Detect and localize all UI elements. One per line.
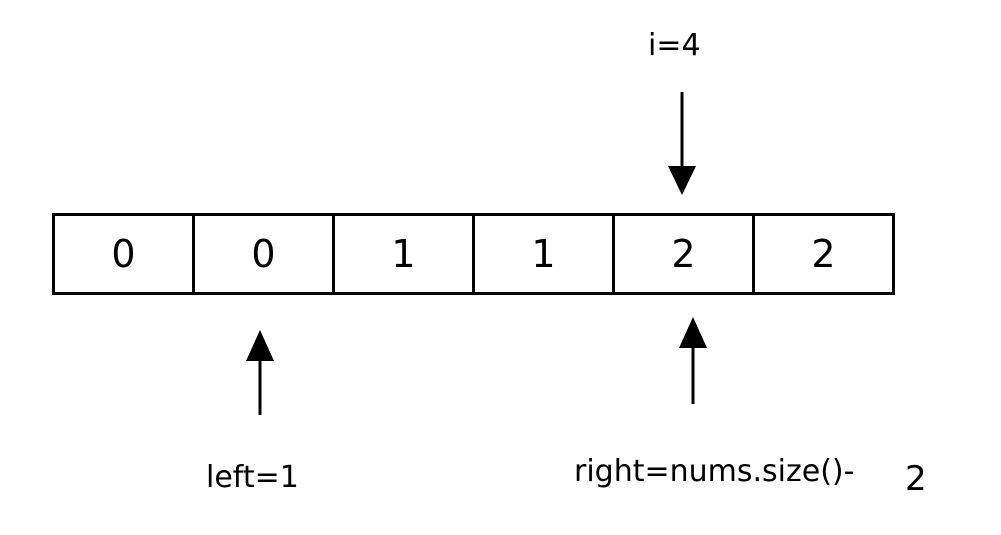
pointer-right-label-suffix: 2 bbox=[905, 459, 927, 499]
array-row: 0 0 1 1 2 2 bbox=[52, 213, 895, 295]
array-cell: 1 bbox=[475, 216, 615, 292]
pointer-i-label: i=4 bbox=[648, 28, 701, 63]
array-cell: 2 bbox=[615, 216, 755, 292]
pointer-left-label: left=1 bbox=[206, 460, 299, 495]
array-cell: 0 bbox=[55, 216, 195, 292]
array-cell: 2 bbox=[811, 232, 836, 276]
pointer-left-arrow-head bbox=[246, 330, 274, 361]
array-cell: 0 bbox=[195, 216, 335, 292]
pointer-right-arrow bbox=[679, 317, 707, 404]
pointer-right-label: right=nums.size()- bbox=[574, 454, 855, 489]
array-cell: 1 bbox=[335, 216, 475, 292]
pointer-right-arrow-head bbox=[679, 317, 707, 348]
pointer-left-arrow bbox=[246, 330, 274, 415]
pointer-i-arrow bbox=[668, 92, 696, 195]
pointer-i-arrow-head bbox=[668, 166, 696, 195]
